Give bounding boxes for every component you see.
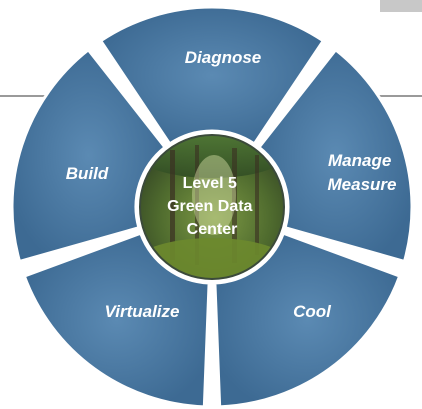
segment-label-cool[interactable]: Cool [293,302,332,321]
center-line-3: Center [187,221,238,238]
center-line-1: Level 5 [183,175,237,192]
segment-label-build[interactable]: Build [66,164,109,183]
segments-group [10,5,414,409]
segment-label-manage-measure[interactable]: Manage Measure [328,151,397,194]
segment-labels: Diagnose Manage Measure Cool Virtualize … [66,48,397,321]
corner-decoration [380,0,422,12]
center-label: Level 5 Green Data Center [167,175,257,238]
segment-label-virtualize[interactable]: Virtualize [105,302,180,321]
segment-label-diagnose[interactable]: Diagnose [185,48,262,67]
center-line-2: Green Data [167,198,252,215]
center-hub: Level 5 Green Data Center [136,131,288,283]
